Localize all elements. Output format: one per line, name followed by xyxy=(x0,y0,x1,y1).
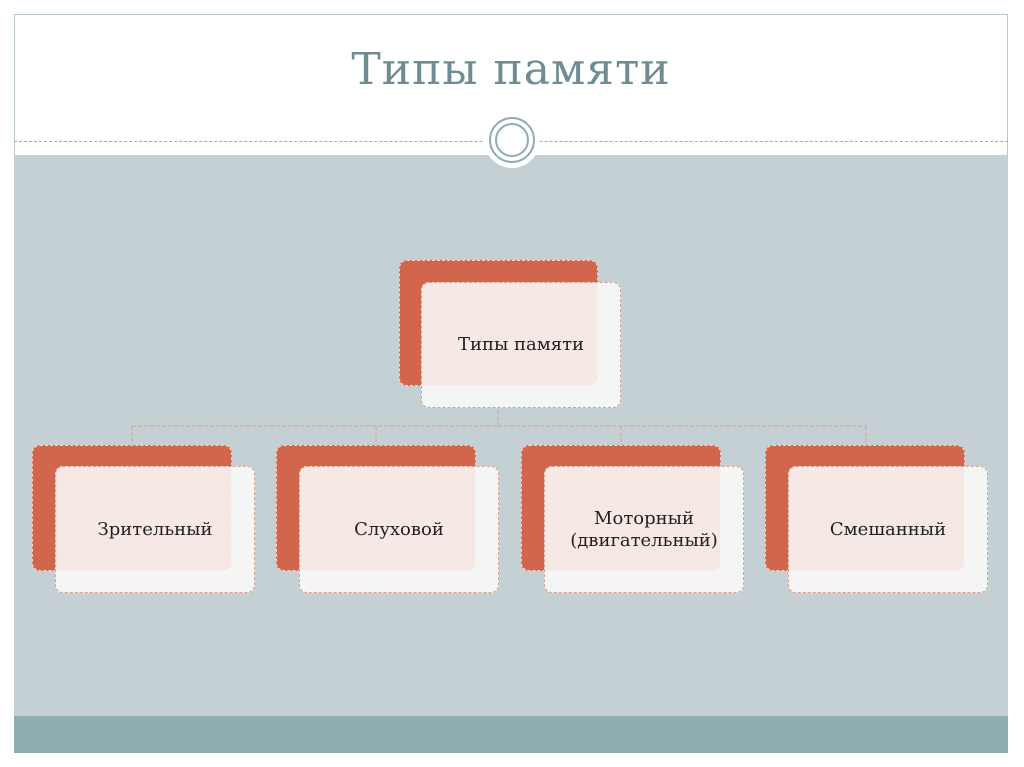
inner-ring xyxy=(495,123,529,157)
slide-title: Типы памяти xyxy=(351,44,671,95)
child-node-visual: Зрительный xyxy=(32,445,255,593)
content-area xyxy=(14,155,1008,716)
node-card: Зрительный xyxy=(55,466,255,593)
circle-ornament-icon xyxy=(484,112,540,168)
node-label-line-2: (двигательный) xyxy=(570,529,718,551)
node-card: Типы памяти xyxy=(421,282,621,408)
node-label: Типы памяти xyxy=(457,334,585,355)
node-card: Смешанный xyxy=(788,466,988,593)
outer-ring xyxy=(489,117,535,163)
child-node-auditory: Слуховой xyxy=(276,445,499,593)
child-node-mixed: Смешанный xyxy=(765,445,988,593)
node-label-line-1: Моторный xyxy=(594,507,694,529)
node-label: Зрительный xyxy=(97,518,213,540)
node-label: Слуховой xyxy=(354,518,444,540)
node-card: Моторный (двигательный) xyxy=(544,466,744,593)
child-node-motor: Моторный (двигательный) xyxy=(521,445,744,593)
footer-band xyxy=(14,716,1008,753)
root-node: Типы памяти xyxy=(399,260,621,408)
node-card: Слуховой xyxy=(299,466,499,593)
node-label: Смешанный xyxy=(829,518,947,540)
